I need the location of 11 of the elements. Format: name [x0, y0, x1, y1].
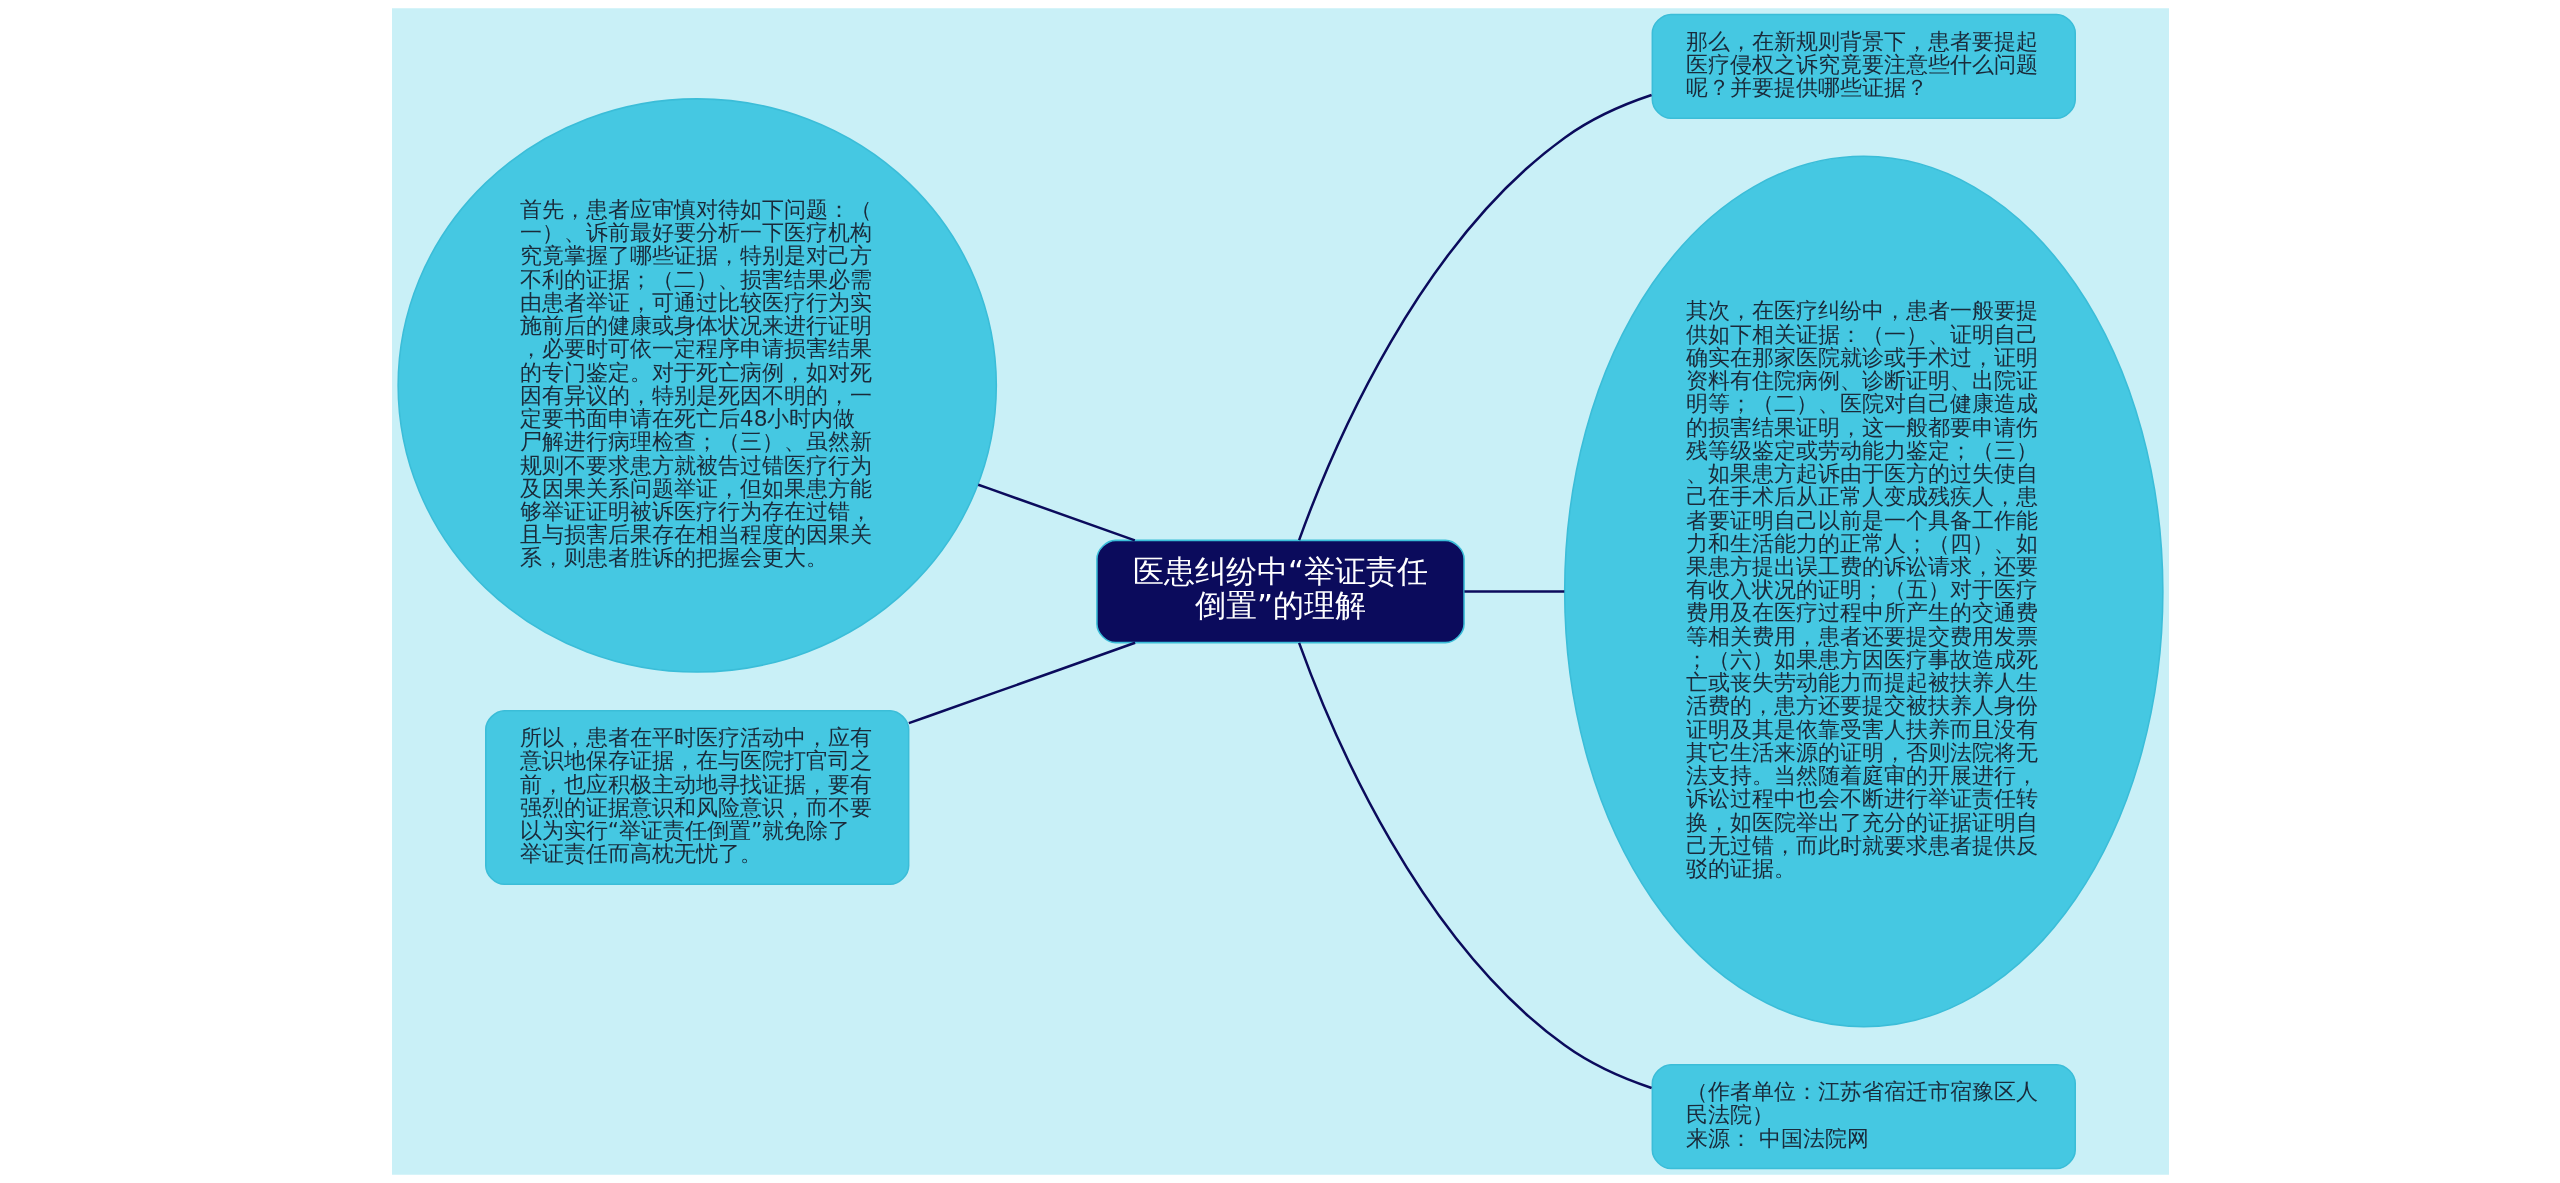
connector: [1463, 590, 1564, 593]
connector: [1297, 642, 1652, 1090]
node-ellipse: 其次，在医疗纠纷中，患者一般要提供如下相关证据：（一）、证明自己确实在那家医院就诊或手术过，证明资料有住院病例、诊断证明、出院证明等；（二）、医院对自己健康造成的损害结果证明，这一般都要申请伤残等级鉴定或劳动能力鉴定；（三）、如果患方起诉由于医方的过失使自己在手术后从正常人变成残疾人，患者要证明自己以前是一个具备工作能力和生活能力的正常人；（四）、如果患方提出误工费的诉讼请求，还要有收入状况的证明；（五）对于医疗费用及在医疗过程中所产生的交通费等相关费用，患者还要提交费用发票；（六）如果患方因医疗事故造成死亡或丧失劳动能力而提起被扶养人生活费的，患方还要提交被扶养人身份证明及其是依靠受害人扶养而且没有其它生活来源的证明，否则法院将无法支持。当然随着庭审的开展进行，诉讼过程中也会不断进行举证责任转换，如医院举出了充分的证据证明自己无过错，而此时就要求患者提供反驳的证据。: [1563, 155, 2164, 1028]
node-box: 所以，患者在平时医疗活动中，应有意识地保存证据，在与医院打官司之前，也应积极主动地寻找证据，要有强烈的证据意识和风险意识，而不要以为实行“举证责任倒置”就免除了举证责任而高枕无忧了。: [484, 710, 909, 886]
connector: [907, 641, 1136, 725]
connector: [1297, 93, 1652, 541]
node-box: （作者单位：江苏省宿迁市宿豫区人民法院） 来源： 中国法院网: [1651, 1063, 2076, 1170]
connector: [977, 483, 1135, 542]
node-box: 那么，在新规则背景下，患者要提起医疗侵权之诉究竟要注意些什么问题呢？并要提供哪些证据？: [1651, 13, 2076, 120]
node-box: 医患纠纷中“举证责任倒置”的理解: [1095, 539, 1465, 644]
node-circle: 首先，患者应审慎对待如下问题：（一）、诉前最好要分析一下医疗机构究竟掌握了哪些证据，特别是对己方不利的证据；（二）、损害结果必需由患者举证，可通过比较医疗行为实施前后的健康或身体状况来进行证明，必要时可依一定程序申请损害结果的专门鉴定。对于死亡病例，如对死因有异议的，特别是死因不明的，一定要书面申请在死亡后48小时内做尸解进行病理检查；（三）、虽然新规则不要求患方就被告过错医疗行为及因果关系问题举证，但如果患方能够举证证明被诉医疗行为存在过错，且与损害后果存在相当程度的因果关系，则患者胜诉的把握会更大。: [396, 98, 997, 673]
